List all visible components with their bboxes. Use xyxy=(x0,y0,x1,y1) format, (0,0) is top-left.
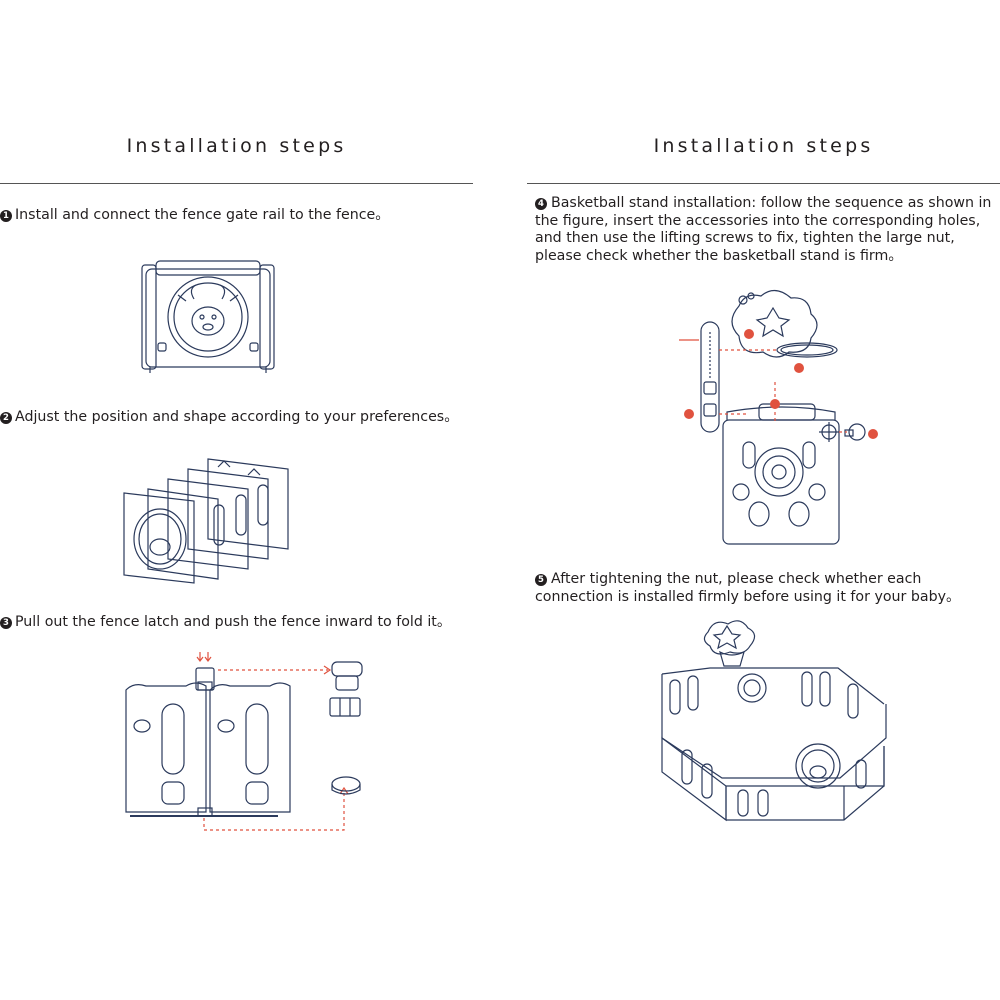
fig-fence-latch xyxy=(118,646,378,836)
step-3-text: Pull out the fence latch and push the fe… xyxy=(15,614,452,630)
step-4-text: Basketball stand installation: follow th… xyxy=(535,195,992,264)
fig-folded-fence xyxy=(118,447,298,587)
step-2-number: 2 xyxy=(0,412,12,424)
fig-basketball-stand xyxy=(679,282,899,550)
right-heading: Installation steps xyxy=(653,135,874,157)
step-4-number: 4 xyxy=(535,198,547,210)
step-5-number: 5 xyxy=(535,574,547,586)
step-5-text: After tightening the nut, please check w… xyxy=(535,571,961,605)
right-divider xyxy=(527,183,1000,184)
left-divider xyxy=(0,183,473,184)
step-2-text: Adjust the position and shape according … xyxy=(15,409,459,425)
step-1-number: 1 xyxy=(0,210,12,222)
fig-assembled-playpen xyxy=(648,614,900,826)
fig-fence-gate-rail xyxy=(138,255,278,375)
left-heading: Installation steps xyxy=(126,135,347,157)
step-3-number: 3 xyxy=(0,617,12,629)
step-1-text: Install and connect the fence gate rail … xyxy=(15,207,390,223)
